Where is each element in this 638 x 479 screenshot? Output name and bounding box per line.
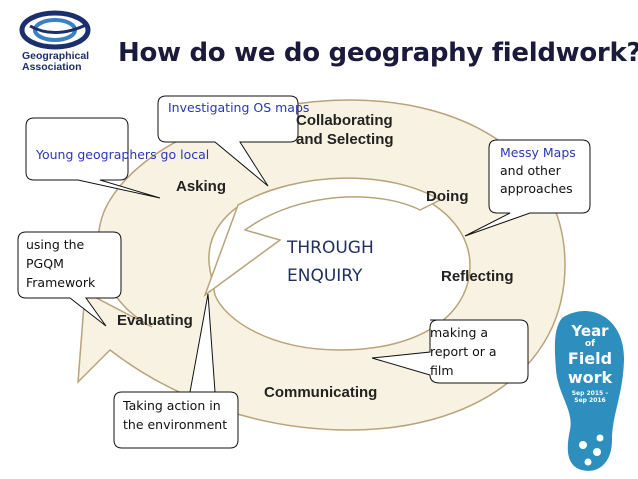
callout-pgqm-line2: PGQM <box>26 256 64 271</box>
callout-messy-line3: approaches <box>500 181 573 196</box>
page-title: How do we do geography fieldwork? <box>118 38 638 68</box>
center-through: THROUGH <box>287 238 374 258</box>
stage-and-selecting: and Selecting <box>296 131 394 148</box>
badge-dates: Sep 2015 – Sep 2016 <box>571 390 609 404</box>
callout-young: Young geographers go local <box>36 147 210 162</box>
badge-year: Year <box>571 322 609 340</box>
callout-report-line3: film <box>430 363 454 378</box>
callout-investigating: Investigating OS maps <box>168 100 310 115</box>
year-of-fieldwork-boot-icon <box>554 311 625 471</box>
stage-collaborating: Collaborating <box>296 112 393 129</box>
stage-reflecting: Reflecting <box>441 268 514 285</box>
ga-logo-line2: Association <box>22 61 82 73</box>
stage-evaluating: Evaluating <box>117 312 193 329</box>
ga-logo-text: Geographical Association <box>22 51 89 73</box>
ga-logo-line1: Geographical <box>22 50 90 62</box>
callout-report-shape <box>371 319 529 384</box>
callout-investigating-shape <box>157 95 299 187</box>
badge-field: Field <box>567 349 613 368</box>
callout-action-shape <box>113 293 239 449</box>
callout-report-line2: report or a <box>430 344 497 359</box>
badge-of: of <box>584 339 596 349</box>
callout-pgqm-line3: Framework <box>26 275 96 290</box>
callout-action-line1: Taking action in <box>123 398 221 413</box>
callout-messy-line1: Messy Maps <box>500 145 576 160</box>
callout-report-line1: making a <box>430 325 489 340</box>
callout-young-shape <box>25 117 161 199</box>
stage-communicating: Communicating <box>264 384 378 401</box>
badge-work: work <box>567 368 613 387</box>
cycle-arrow-notch <box>203 177 442 298</box>
callout-pgqm-line1: using the <box>26 237 85 252</box>
callout-pgqm-shape <box>17 231 122 327</box>
callout-action-line2: the environment <box>123 417 228 432</box>
ga-logo-icon <box>19 10 91 50</box>
stage-asking: Asking <box>176 178 227 195</box>
callout-messy-line2: and other <box>500 163 561 178</box>
stage-doing: Doing <box>426 188 469 205</box>
callout-messy-shape <box>464 139 591 237</box>
center-enquiry: ENQUIRY <box>287 266 363 286</box>
